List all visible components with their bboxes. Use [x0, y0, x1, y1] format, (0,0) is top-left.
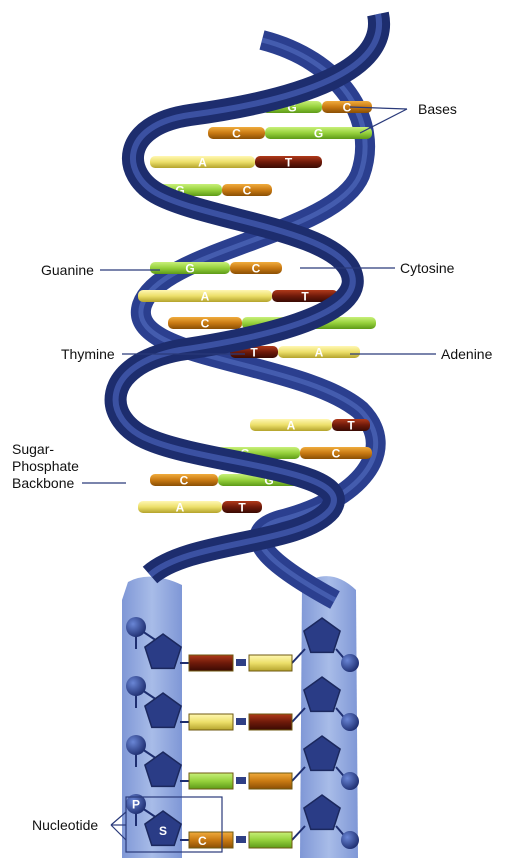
label-bases: Bases	[418, 101, 457, 117]
base-cytosine	[230, 262, 282, 274]
base-cytosine	[168, 317, 242, 329]
sugar-pentagon	[303, 794, 341, 831]
base-guanine	[150, 262, 230, 274]
base-cytosine	[222, 184, 272, 196]
sugar-pentagon	[144, 633, 182, 670]
base-cytosine	[208, 127, 265, 139]
phosphate-ball	[126, 735, 146, 755]
base-guanine	[188, 772, 234, 790]
base-cytosine	[150, 474, 218, 486]
base-thymine	[332, 419, 370, 431]
base-thymine	[272, 290, 338, 302]
label-cytosine: Cytosine	[400, 260, 455, 276]
phosphate-ball	[341, 713, 359, 731]
base-letter: A	[176, 501, 185, 515]
base-cytosine	[248, 772, 293, 790]
sugar-pentagon	[303, 676, 341, 713]
phosphate-ball	[126, 617, 146, 637]
base-letter: G	[175, 184, 184, 198]
base-letter: C	[243, 184, 252, 198]
glycosidic-bond	[291, 825, 306, 841]
hydrogen-bond	[236, 659, 246, 666]
base-adenine	[248, 654, 293, 672]
backbone-line-1: Sugar-	[12, 441, 55, 457]
base-letter: A	[315, 346, 324, 360]
base-letter: T	[238, 501, 246, 515]
hydrogen-bond	[236, 718, 246, 725]
base-letter: A	[201, 290, 210, 304]
hydrogen-bond	[236, 836, 246, 843]
base-thymine	[188, 654, 234, 672]
base-guanine	[265, 127, 372, 139]
phosphate-ball	[126, 676, 146, 696]
phosphate-ball	[126, 794, 146, 814]
phosphate-ball	[341, 772, 359, 790]
base-letter: C	[252, 262, 261, 276]
label-nucleotide: Nucleotide	[32, 817, 99, 833]
sugar-pentagon	[144, 692, 182, 729]
base-letter: G	[287, 101, 296, 115]
label-guanine: Guanine	[41, 262, 94, 278]
label-thymine: Thymine	[61, 346, 115, 362]
base-adenine	[250, 419, 332, 431]
phosphate-ball	[341, 831, 359, 849]
leader-lines	[82, 106, 436, 841]
base-letter: G	[314, 127, 323, 141]
base-letter: T	[301, 290, 309, 304]
base-adenine	[278, 346, 360, 358]
base-letter: C	[343, 101, 352, 115]
base-adenine	[138, 290, 272, 302]
base-thymine	[222, 501, 262, 513]
base-letter: G	[185, 262, 194, 276]
base-thymine	[248, 713, 293, 731]
phosphate-symbol: P	[132, 798, 140, 812]
glycosidic-bond	[291, 707, 306, 723]
base-adenine	[138, 501, 222, 513]
base-cytosine	[300, 447, 372, 459]
sugar-pentagon	[144, 751, 182, 788]
base-letter: C	[332, 447, 341, 461]
backbone-line-2: Phosphate	[12, 458, 79, 474]
base-letter: G	[264, 474, 273, 488]
sugar-pentagon	[303, 617, 341, 654]
base-letter: T	[347, 419, 355, 433]
base-letter: C	[232, 127, 241, 141]
glycosidic-bond	[291, 648, 306, 664]
label-adenine: Adenine	[441, 346, 493, 362]
phosphate-ball	[341, 654, 359, 672]
base-thymine	[255, 156, 322, 168]
glycosidic-bond	[291, 766, 306, 782]
base-cytosine	[188, 831, 234, 849]
backbone-line-3: Backbone	[12, 475, 75, 491]
nucleotide-box	[125, 796, 223, 853]
base-letter: T	[285, 156, 293, 170]
sugar-pentagon	[303, 735, 341, 772]
label-sugar-phosphate-backbone: Sugar- Phosphate Backbone	[12, 441, 79, 492]
base-letter: A	[198, 156, 207, 170]
nucleotide-ladder: C P S	[126, 617, 359, 849]
sugar-pentagon	[144, 810, 182, 847]
base-adenine	[150, 156, 255, 168]
sugar-symbol: S	[159, 824, 167, 838]
base-adenine	[188, 713, 234, 731]
base-letter: C	[180, 474, 189, 488]
base-letter: T	[250, 346, 258, 360]
hydrogen-bond	[236, 777, 246, 784]
base-letter: C	[201, 317, 210, 331]
base-letter: A	[287, 419, 296, 433]
base-guanine	[248, 831, 293, 849]
base-cytosine	[322, 101, 372, 113]
base-letter: C	[198, 834, 207, 848]
